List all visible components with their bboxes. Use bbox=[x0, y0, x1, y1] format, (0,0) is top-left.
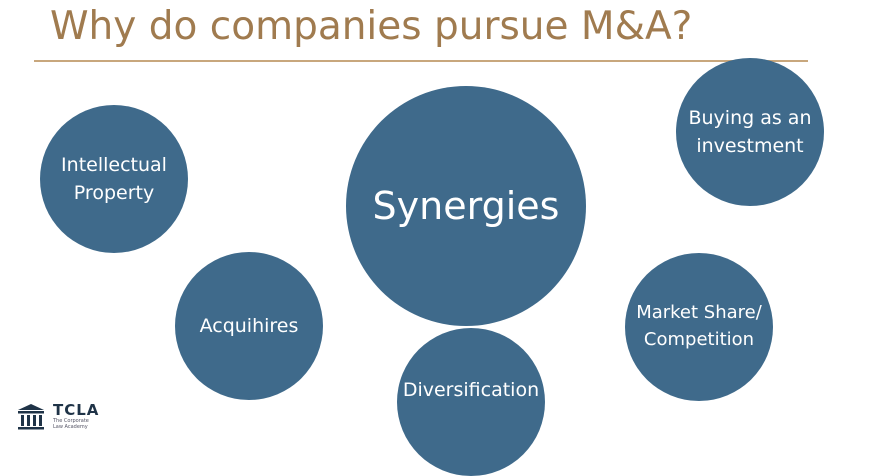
logo-subtitle-1: The Corporate bbox=[53, 417, 89, 424]
bubble-label: Market Share/ Competition bbox=[636, 302, 762, 350]
logo-subtitle-2: Law Academy bbox=[53, 423, 88, 430]
bubble-label: Intellectual Property bbox=[61, 153, 167, 204]
title-divider bbox=[34, 60, 808, 62]
bubble-label: Synergies bbox=[372, 183, 560, 228]
bubble-label: Buying as an investment bbox=[688, 106, 812, 157]
bubble-label: Acquihires bbox=[199, 314, 299, 337]
bubble-diversification: Diversification bbox=[397, 328, 545, 476]
logo-name: TCLA bbox=[53, 400, 100, 419]
bubble-intellectual-property: Intellectual Property bbox=[40, 105, 188, 253]
tcla-logo: TCLA The Corporate Law Academy bbox=[15, 400, 99, 432]
bubble-buying-investment: Buying as an investment bbox=[676, 58, 824, 206]
bubble-synergies: Synergies bbox=[346, 86, 586, 326]
bubble-label: Diversification bbox=[402, 379, 540, 401]
slide-title: Why do companies pursue M&A? bbox=[50, 4, 693, 49]
pillar-building-icon bbox=[18, 404, 44, 430]
bubble-acquihires: Acquihires bbox=[175, 252, 323, 400]
bubble-market-share: Market Share/ Competition bbox=[625, 253, 773, 401]
